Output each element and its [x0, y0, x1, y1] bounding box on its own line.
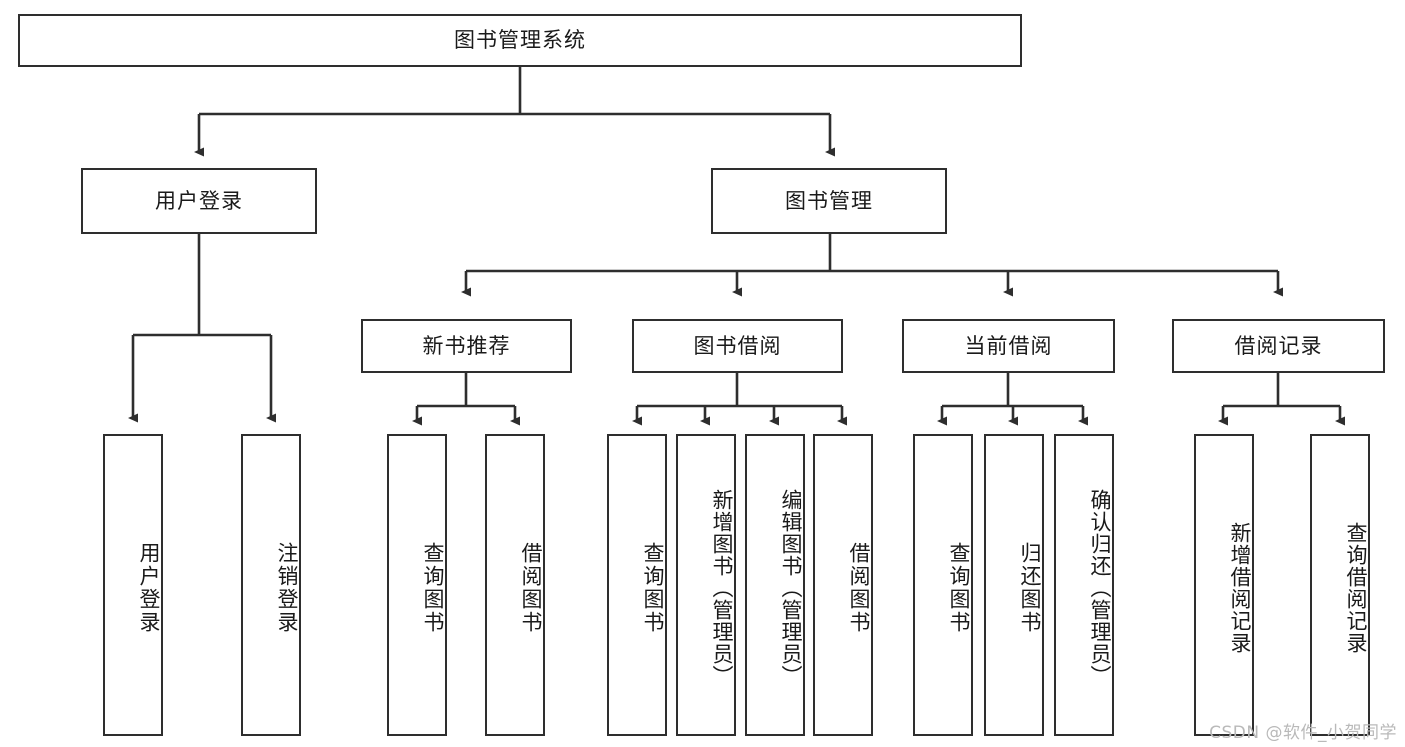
node-root[interactable]: 图书管理系统 [18, 14, 1022, 67]
node-user-login[interactable]: 用户登录 [81, 168, 317, 234]
node-leaf-add-book[interactable]: 新增图书（管理员） [676, 434, 736, 736]
node-leaf-query-book-2[interactable]: 查询图书 [607, 434, 667, 736]
node-leaf-borrow-book-2[interactable]: 借阅图书 [813, 434, 873, 736]
node-book-management[interactable]: 图书管理 [711, 168, 947, 234]
node-leaf-logout-login[interactable]: 注销登录 [241, 434, 301, 736]
node-leaf-query-book-3[interactable]: 查询图书 [913, 434, 973, 736]
node-new-book-recommend[interactable]: 新书推荐 [361, 319, 572, 373]
node-leaf-add-record[interactable]: 新增借阅记录 [1194, 434, 1254, 736]
node-leaf-borrow-book-1[interactable]: 借阅图书 [485, 434, 545, 736]
node-leaf-edit-book[interactable]: 编辑图书（管理员） [745, 434, 805, 736]
node-book-borrow[interactable]: 图书借阅 [632, 319, 843, 373]
node-leaf-query-book-1[interactable]: 查询图书 [387, 434, 447, 736]
node-leaf-user-login[interactable]: 用户登录 [103, 434, 163, 736]
node-current-borrow[interactable]: 当前借阅 [902, 319, 1115, 373]
node-leaf-confirm-return[interactable]: 确认归还（管理员） [1054, 434, 1114, 736]
node-leaf-return-book[interactable]: 归还图书 [984, 434, 1044, 736]
node-borrow-record[interactable]: 借阅记录 [1172, 319, 1385, 373]
node-leaf-query-record[interactable]: 查询借阅记录 [1310, 434, 1370, 736]
